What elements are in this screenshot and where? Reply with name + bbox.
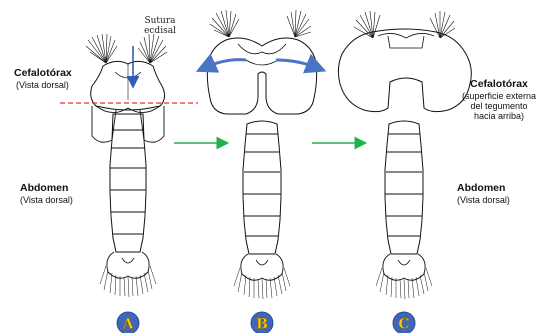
stage-b-cephalothorax: [207, 38, 316, 114]
abdomen-right-subtitle: (Vista dorsal): [457, 195, 510, 205]
stage-a-letter: A: [122, 317, 135, 333]
cefalotorax-right-sub1: (superficie externa: [458, 91, 540, 101]
stage-b-left-tuft: [210, 10, 239, 37]
sutura-label-line1: Sutura: [140, 16, 180, 26]
stage-c-tail: [383, 254, 425, 280]
spread-arrow-left: [204, 60, 246, 68]
stage-a-pupa: [86, 34, 167, 297]
spread-arrow-right: [276, 60, 318, 68]
cefalotorax-left-subtitle: (Vista dorsal): [14, 80, 72, 90]
cefalotorax-right-title: Cefalotórax: [458, 79, 540, 91]
abdomen-right-label: Abdomen (Vista dorsal): [457, 183, 510, 205]
stage-a-tail: [107, 252, 149, 278]
stage-c-abdomen: [385, 121, 423, 254]
abdomen-left-label: Abdomen (Vista dorsal): [20, 183, 73, 205]
stage-b-abdomen: [243, 121, 281, 254]
abdomen-left-subtitle: (Vista dorsal): [20, 195, 73, 205]
cefalotorax-right-sub3: hacia arriba): [458, 111, 540, 121]
sutura-ecdisal-label: Sutura ecdisal: [140, 16, 180, 36]
cefalotorax-right-sub2: del tegumento: [458, 101, 540, 111]
stage-b-letter: B: [256, 317, 268, 333]
abdomen-left-title: Abdomen: [20, 183, 73, 195]
stage-c-tail-setae: [376, 268, 432, 299]
sutura-label-line2: ecdisal: [140, 26, 180, 36]
cefalotorax-left-title: Cefalotórax: [14, 68, 72, 80]
stage-a-left-tuft: [86, 34, 117, 63]
stage-b-tail: [241, 254, 283, 280]
stage-b-pupa: [207, 10, 316, 299]
cefalotorax-right-label: Cefalotórax (superficie externa del tegu…: [458, 79, 540, 121]
stage-a-tail-setae: [100, 266, 156, 297]
stage-b-tail-setae: [234, 268, 290, 299]
stage-a-right-tuft: [138, 34, 167, 63]
stage-c-letter: C: [398, 317, 409, 333]
stage-a-abdomen: [110, 114, 146, 252]
stage-c-pupa: [338, 11, 471, 299]
stage-c-left-tuft: [354, 11, 380, 38]
stage-c-cephalothorax: [338, 29, 471, 112]
abdomen-right-title: Abdomen: [457, 183, 510, 195]
cefalotorax-left-label: Cefalotórax (Vista dorsal): [14, 68, 72, 90]
stage-b-right-tuft: [287, 10, 311, 37]
